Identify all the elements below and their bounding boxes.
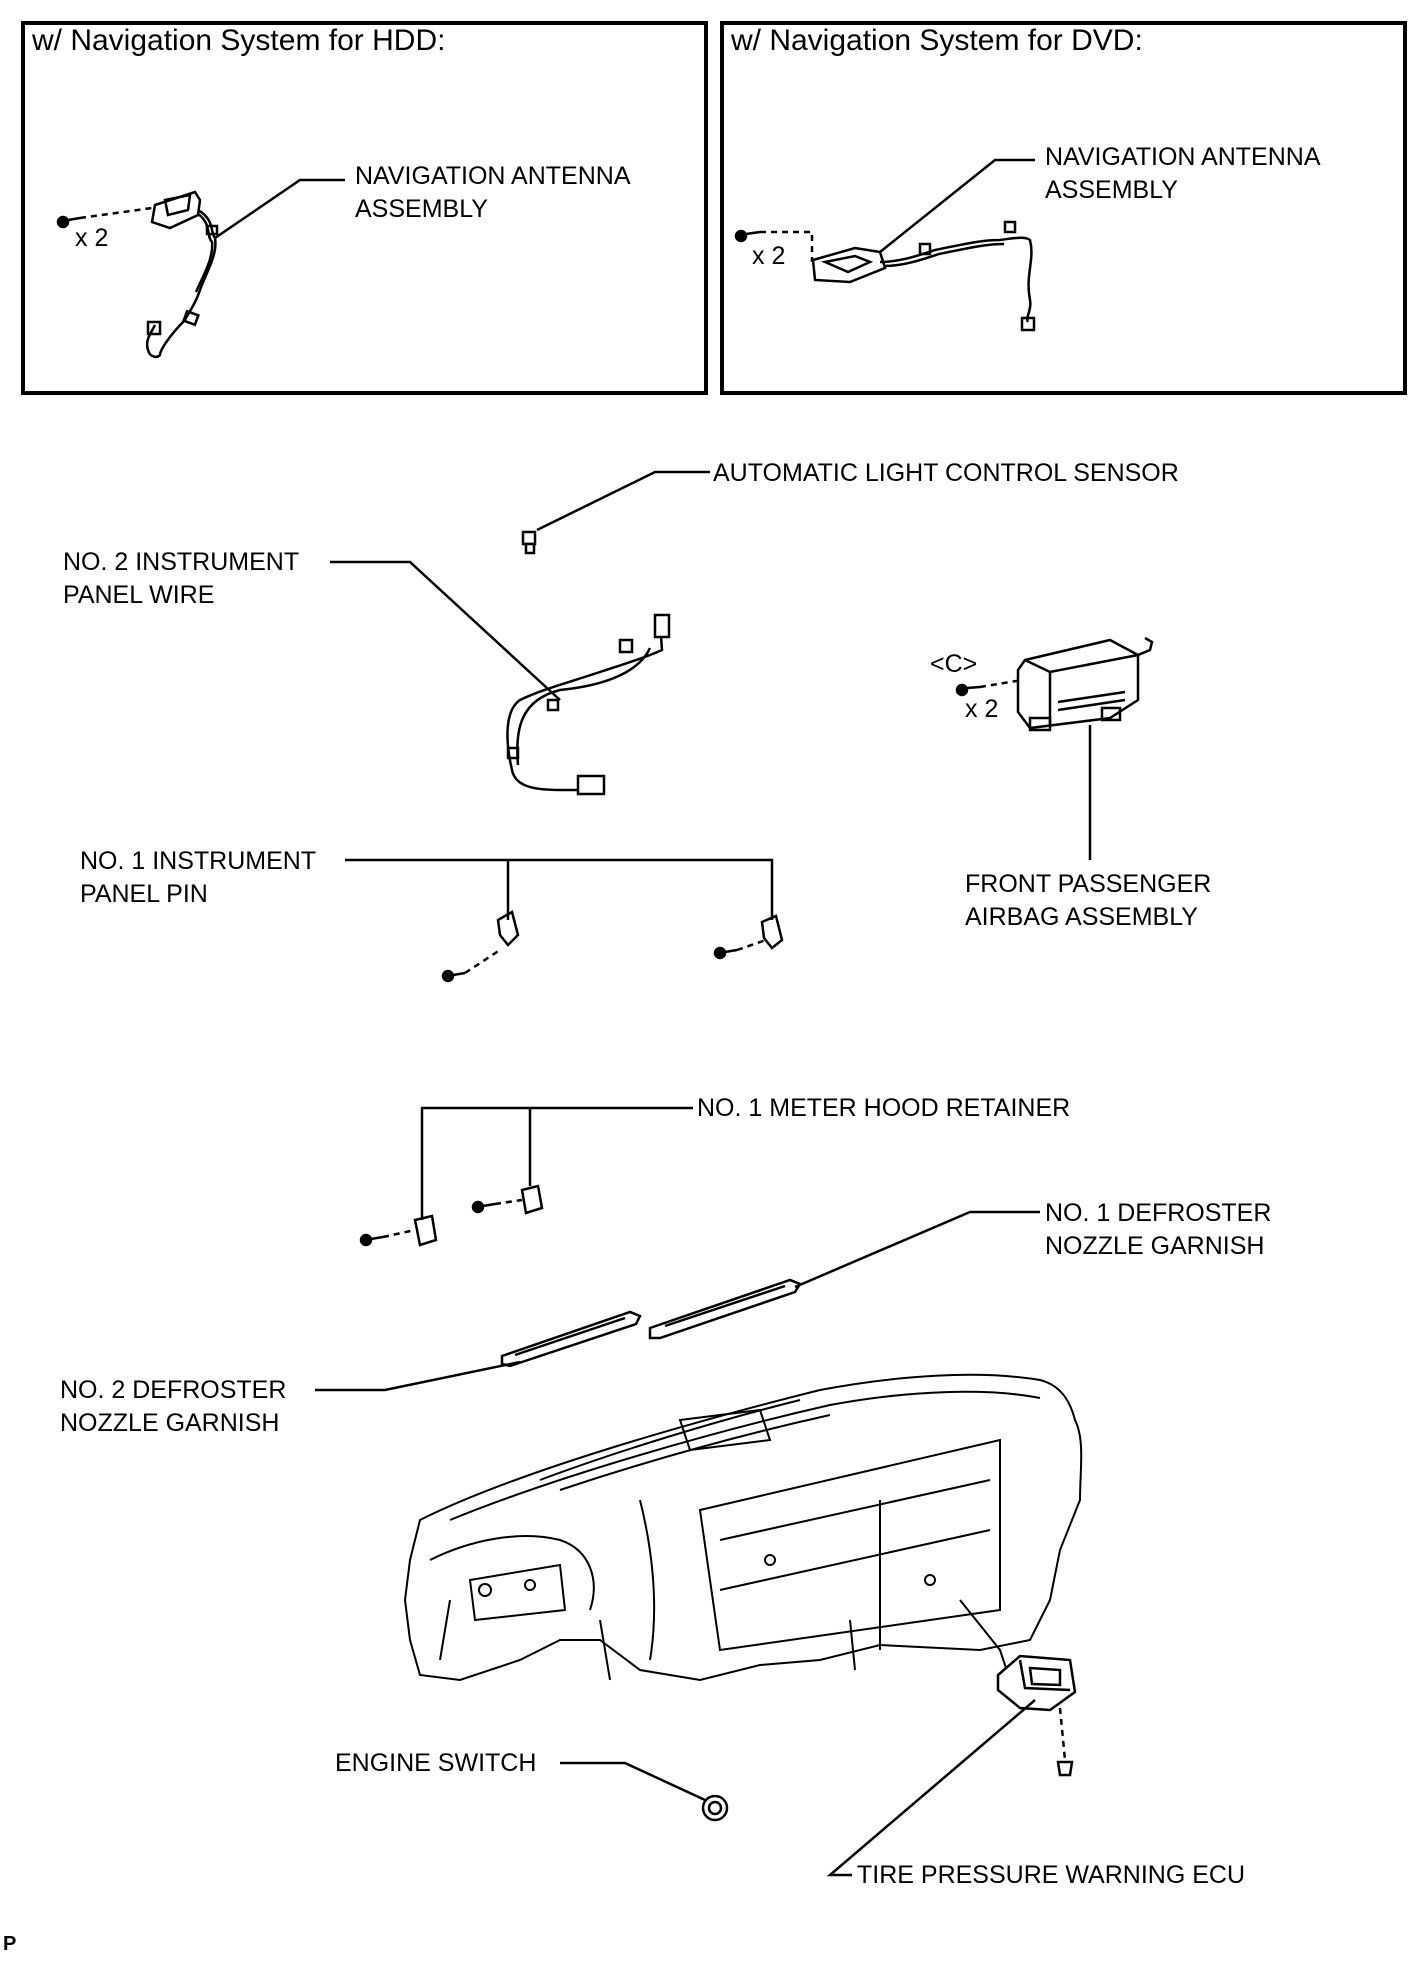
auto-light-sensor-drawing	[521, 530, 537, 555]
meter-hood-leader	[420, 1106, 693, 1220]
airbag-drawing	[955, 636, 1154, 732]
tire-ecu-label: TIRE PRESSURE WARNING ECU	[857, 1861, 1246, 1889]
airbag-label-line1: FRONT PASSENGER	[965, 870, 1212, 898]
engine-switch-leader	[560, 1761, 706, 1802]
defroster2-label-line2: NOZZLE GARNISH	[60, 1409, 280, 1437]
airbag-label-line2: AIRBAG ASSEMBLY	[965, 903, 1198, 931]
defroster2-leader	[315, 1360, 521, 1392]
engine-switch-label: ENGINE SWITCH	[335, 1749, 537, 1777]
defroster1-drawing	[648, 1278, 802, 1340]
dvd-panel-title: w/ Navigation System for DVD:	[731, 24, 1143, 57]
airbag-qty-label: x 2	[965, 695, 999, 723]
dvd-antenna-label-line2: ASSEMBLY	[1045, 176, 1178, 204]
hdd-panel-title: w/ Navigation System for HDD:	[32, 24, 446, 57]
dvd-panel-frame	[720, 21, 1407, 395]
defroster2-drawing	[500, 1310, 642, 1368]
meter-hood-retainer-right-drawing	[471, 1184, 544, 1215]
hdd-navigation-antenna-drawing	[145, 190, 219, 359]
figure-code: P	[3, 1933, 17, 1955]
hdd-antenna-label-line1: NAVIGATION ANTENNA	[355, 162, 631, 190]
dvd-bolt-icon	[734, 229, 814, 262]
hdd-panel-frame	[21, 21, 708, 395]
hdd-leader-line	[214, 178, 345, 240]
dvd-navigation-antenna-drawing	[811, 220, 1036, 332]
meter-hood-retainer-left-drawing	[359, 1214, 438, 1247]
auto-light-sensor-label: AUTOMATIC LIGHT CONTROL SENSOR	[713, 459, 1179, 487]
ip-pin-label-line1: NO. 1 INSTRUMENT	[80, 847, 317, 875]
ip-pin-leader	[345, 858, 774, 920]
airbag-code-label: <C>	[930, 650, 978, 678]
ip-wire-label-line1: NO. 2 INSTRUMENT	[63, 548, 300, 576]
ip-pin-right-drawing	[713, 914, 784, 960]
ip-wire-leader	[330, 560, 561, 701]
dvd-leader-line	[879, 158, 1035, 253]
dvd-qty-label: x 2	[752, 242, 786, 270]
ip-wire-label-line2: PANEL WIRE	[63, 581, 215, 609]
hdd-antenna-label-line2: ASSEMBLY	[355, 195, 488, 223]
dvd-antenna-label-line1: NAVIGATION ANTENNA	[1045, 143, 1321, 171]
defroster1-leader	[794, 1210, 1040, 1289]
defroster2-label-line1: NO. 2 DEFROSTER	[60, 1376, 287, 1404]
ip-wire-drawing	[506, 613, 671, 796]
ip-pin-left-drawing	[441, 910, 520, 983]
engine-switch-drawing	[701, 1794, 729, 1822]
defroster1-label-line2: NOZZLE GARNISH	[1045, 1232, 1265, 1260]
hdd-qty-label: x 2	[75, 224, 109, 252]
dashboard-drawing	[403, 1373, 1083, 1682]
meter-hood-retainer-label: NO. 1 METER HOOD RETAINER	[697, 1094, 1071, 1122]
tire-ecu-leader	[826, 1699, 1036, 1877]
ip-pin-label-line2: PANEL PIN	[80, 880, 208, 908]
auto-light-sensor-leader	[536, 470, 710, 532]
hdd-bolt-icon	[56, 206, 153, 229]
tire-ecu-drawing	[996, 1654, 1077, 1777]
defroster1-label-line1: NO. 1 DEFROSTER	[1045, 1199, 1272, 1227]
